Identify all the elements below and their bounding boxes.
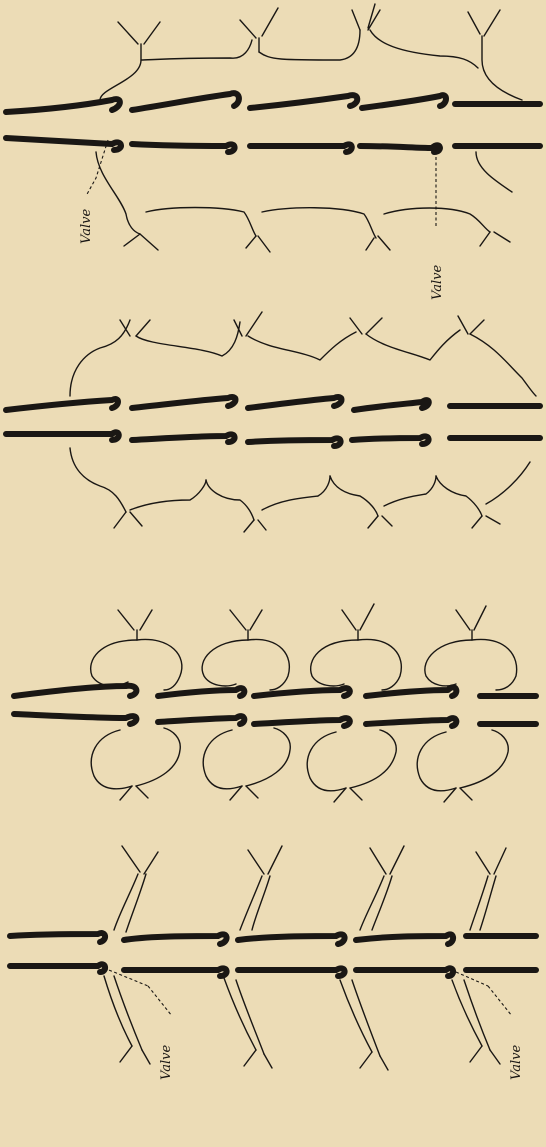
vessel-lower-3 <box>14 714 536 726</box>
vessel-upper-4 <box>10 933 536 944</box>
valve-label-3-text: Valve <box>159 1045 174 1080</box>
diagram-panel-2 <box>6 312 540 532</box>
diagram-panel-4: Valve Valve <box>10 846 536 1080</box>
vessel-upper-2 <box>6 397 540 410</box>
valve-label-1: Valve <box>79 140 108 244</box>
branch-network-1 <box>96 4 522 252</box>
valve-label-2: Valve <box>430 146 445 300</box>
diagram-panel-1: Valve Valve <box>6 4 540 300</box>
diagram-panel-3 <box>14 604 536 802</box>
vessel-lower-1 <box>6 138 540 152</box>
vessel-upper-3 <box>14 686 536 696</box>
valve-label-2-text: Valve <box>430 265 445 300</box>
vessel-upper-1 <box>6 93 540 112</box>
valve-label-4-text: Valve <box>509 1045 524 1080</box>
branch-network-4 <box>104 846 506 1070</box>
valve-label-1-text: Valve <box>79 209 94 244</box>
vessel-lower-4 <box>10 964 536 976</box>
vessel-lower-2 <box>6 432 540 446</box>
valve-label-3: Valve <box>104 968 174 1080</box>
branch-network-2 <box>70 312 536 532</box>
branch-network-3 <box>91 604 517 802</box>
